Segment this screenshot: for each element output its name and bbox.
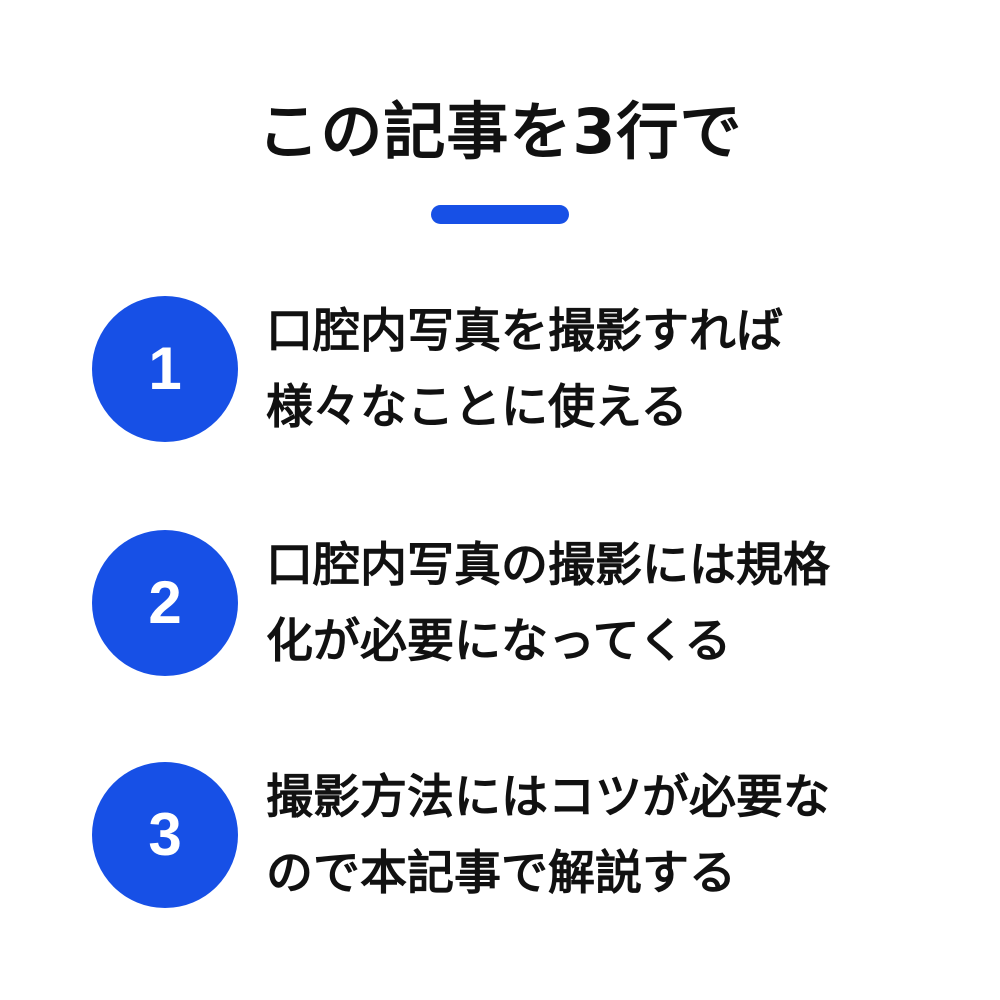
- page-title: この記事を3行で: [257, 95, 743, 168]
- summary-text-1: 口腔内写真を撮影すれば 様々なことに使える: [266, 294, 966, 446]
- summary-point-3: 3 撮影方法にはコツが必要な ので本記事で解説する: [0, 756, 1000, 916]
- number-badge-1: 1: [92, 296, 238, 442]
- summary-line: 口腔内写真を撮影すれば: [266, 304, 783, 359]
- summary-line: 口腔内写真の撮影には規格: [266, 538, 830, 593]
- number-badge-2: 2: [92, 530, 238, 676]
- summary-line: 化が必要になってくる: [266, 614, 732, 669]
- summary-line: 様々なことに使える: [266, 380, 688, 435]
- summary-point-1: 1 口腔内写真を撮影すれば 様々なことに使える: [0, 290, 1000, 450]
- summary-line: ので本記事で解説する: [266, 846, 736, 901]
- title-underline: [431, 205, 569, 224]
- summary-text-3: 撮影方法にはコツが必要な ので本記事で解説する: [266, 760, 966, 912]
- summary-text-2: 口腔内写真の撮影には規格 化が必要になってくる: [266, 528, 966, 680]
- summary-line: 撮影方法にはコツが必要な: [266, 770, 830, 825]
- number-badge-3: 3: [92, 762, 238, 908]
- summary-point-2: 2 口腔内写真の撮影には規格 化が必要になってくる: [0, 524, 1000, 684]
